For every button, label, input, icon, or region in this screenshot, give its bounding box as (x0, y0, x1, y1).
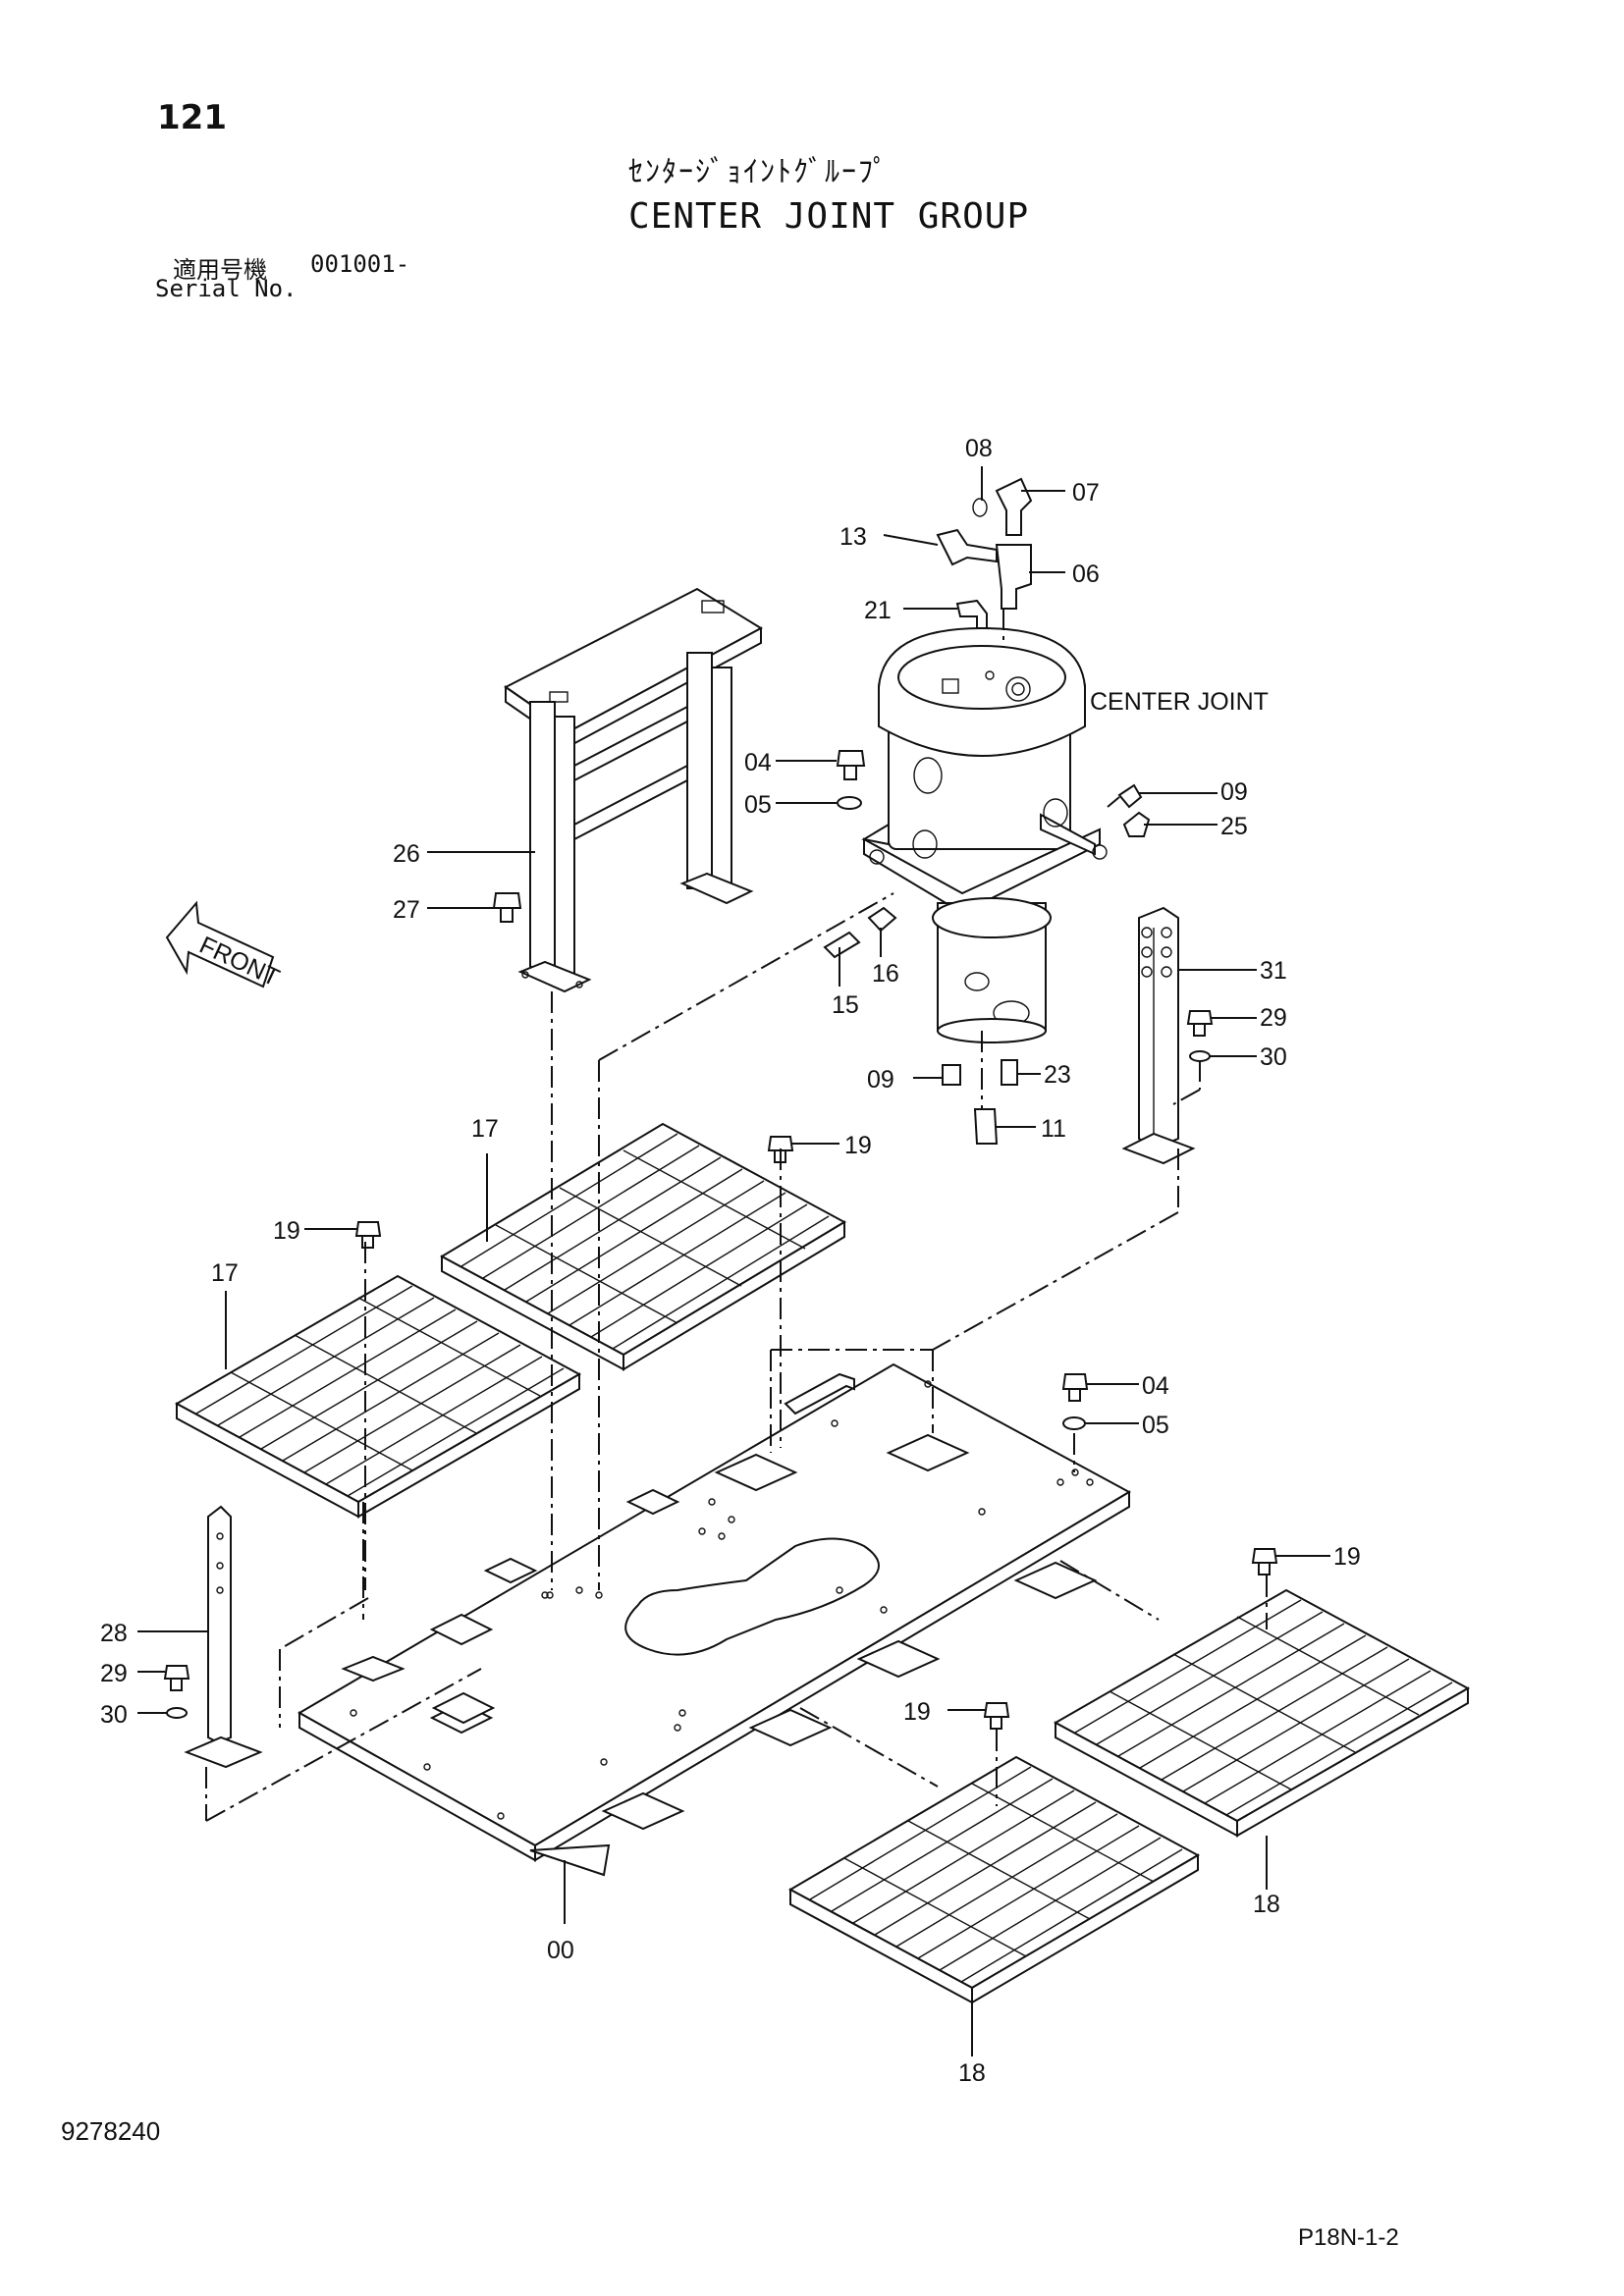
label-05b: 05 (1142, 1412, 1169, 1439)
label-26: 26 (393, 840, 420, 868)
connector-15-icon (823, 931, 861, 959)
washer-05-icon (837, 796, 862, 810)
connector-23-icon (1001, 1059, 1018, 1086)
grating-17b-part (439, 1122, 847, 1371)
label-18b: 18 (958, 2059, 986, 2087)
serial-label-japanese: 適用号機 (173, 256, 267, 284)
check-valve-11-icon (973, 1108, 999, 1145)
base-plate-part (297, 1362, 1132, 1877)
washer-30b-icon (166, 1707, 188, 1719)
label-06: 06 (1072, 561, 1100, 588)
elbow-25-icon (1122, 811, 1151, 837)
label-25: 25 (1220, 813, 1248, 840)
label-08: 08 (965, 435, 993, 462)
label-16: 16 (872, 960, 899, 988)
tee-06-icon (995, 544, 1032, 610)
label-09b: 09 (867, 1066, 894, 1094)
o-ring-08-icon (972, 498, 988, 517)
label-31: 31 (1260, 957, 1287, 985)
label-17b: 17 (471, 1115, 499, 1143)
post-31-part (1121, 906, 1196, 1165)
fittings (823, 477, 1151, 1145)
washer-05b-icon (1062, 1416, 1086, 1430)
front-label: FRONT (195, 932, 284, 992)
part-labels: CENTER JOINT 08 07 13 06 21 04 05 09 25 … (100, 435, 1361, 2087)
bolt-19d-icon (983, 1702, 1010, 1730)
connector-13-icon (936, 528, 998, 566)
post-28-part (184, 1505, 263, 1769)
stand-frame-part (504, 587, 764, 993)
leader-lines (137, 466, 1330, 2056)
label-29b: 29 (100, 1660, 128, 1687)
label-29a: 29 (1260, 1004, 1287, 1032)
washer-30-icon (1189, 1050, 1211, 1062)
label-11: 11 (1041, 1115, 1066, 1143)
grating-18b-part (787, 1755, 1201, 2004)
bolt-27-icon (492, 892, 522, 923)
label-28: 28 (100, 1620, 128, 1647)
label-05a: 05 (744, 791, 772, 819)
bolt-29b-icon (163, 1665, 190, 1691)
title-japanese: ｾﾝﾀｰｼﾞｮｲﾝﾄｸﾞﾙｰﾌﾟ (628, 155, 890, 189)
center-joint-part (861, 626, 1108, 1043)
bolt-19b-icon (354, 1221, 382, 1249)
bolts-washers (163, 750, 1278, 1730)
label-19a: 19 (844, 1132, 872, 1159)
label-19d: 19 (903, 1698, 931, 1726)
page-number: 121 (157, 98, 227, 137)
page-code: P18N-1-2 (1298, 2224, 1399, 2251)
label-21: 21 (864, 597, 892, 624)
label-19c: 19 (1333, 1543, 1361, 1571)
serial-value: 001001- (310, 250, 410, 278)
serial-label-english: Serial No. (155, 275, 298, 302)
elbow-07-icon (995, 477, 1033, 536)
label-23: 23 (1044, 1061, 1071, 1089)
label-09a: 09 (1220, 778, 1248, 806)
bolt-29-icon (1186, 1010, 1214, 1037)
label-13: 13 (839, 523, 867, 551)
elbow-21-icon (955, 599, 988, 629)
label-00: 00 (547, 1937, 574, 1964)
label-30b: 30 (100, 1701, 128, 1729)
label-19b: 19 (273, 1217, 300, 1245)
connector-09-icon (1117, 783, 1143, 809)
label-27: 27 (393, 896, 420, 924)
label-18a: 18 (1253, 1891, 1280, 1918)
center-joint-label: CENTER JOINT (1090, 688, 1269, 716)
label-04b: 04 (1142, 1372, 1169, 1400)
plug-16-icon (867, 906, 897, 933)
title-english: CENTER JOINT GROUP (628, 196, 1030, 237)
front-arrow-icon: FRONT (165, 900, 284, 992)
connector-09b-icon (942, 1064, 961, 1086)
bolt-19c-icon (1251, 1548, 1278, 1575)
label-07: 07 (1072, 479, 1100, 507)
label-17a: 17 (211, 1259, 239, 1287)
drawing-number: 9278240 (61, 2116, 161, 2146)
grating-18a-part (1053, 1588, 1471, 1838)
label-15: 15 (832, 991, 859, 1019)
grating-17a-part (174, 1274, 582, 1519)
bolt-04-icon (836, 750, 866, 780)
bolt-04b-icon (1061, 1373, 1089, 1402)
label-04a: 04 (744, 749, 772, 776)
assembly-lines (205, 609, 1268, 1822)
label-30a: 30 (1260, 1043, 1287, 1071)
